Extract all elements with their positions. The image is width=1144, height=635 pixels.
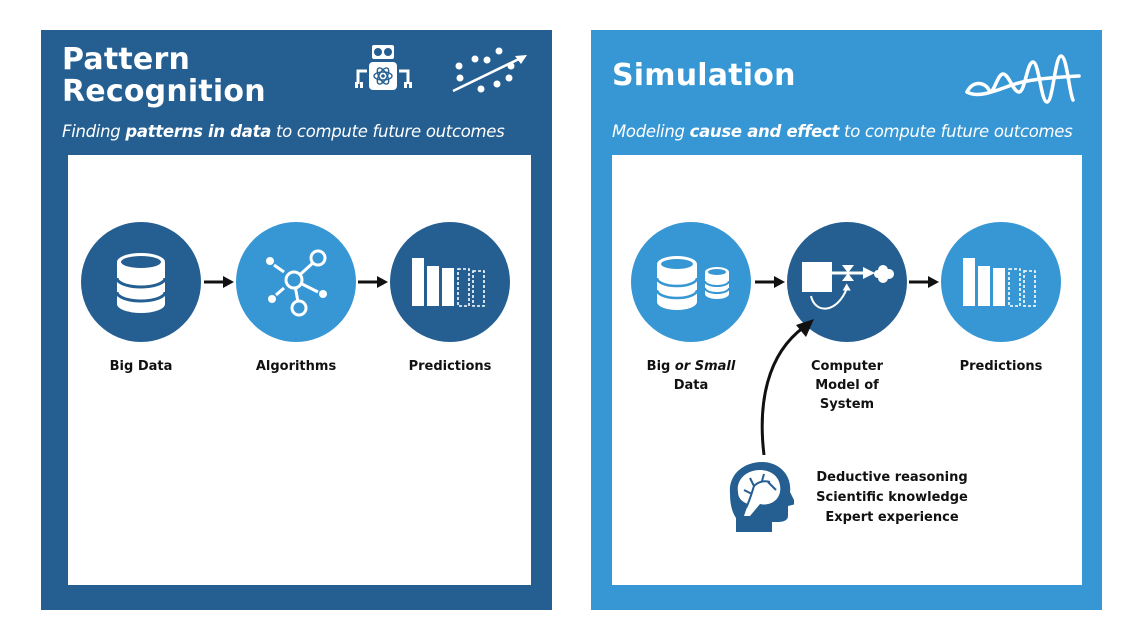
algorithms-node — [236, 222, 356, 342]
arrow-right — [755, 275, 785, 289]
big-data-node — [81, 222, 201, 342]
title-line-1: Pattern — [62, 42, 191, 77]
pattern-recognition-flow: Big Data Algorithms Predictions — [68, 155, 531, 585]
bar-chart-forecast-icon — [412, 258, 485, 307]
big-or-small-data-label: Big or Small Data — [646, 359, 736, 393]
expert-input-arrow — [760, 319, 814, 455]
pattern-recognition-subtitle: Finding patterns in data to compute futu… — [62, 122, 505, 141]
database-icon — [115, 253, 167, 313]
brain-head-icon — [729, 462, 794, 532]
simulation-flow: Deductive reasoning Scientific knowledge… — [612, 155, 1082, 585]
simulation-predictions-node — [941, 222, 1061, 342]
arrow-right — [909, 275, 939, 289]
stock-flow-model-icon — [802, 262, 894, 310]
arrow-right — [204, 275, 234, 289]
simulation-title: Simulation — [612, 58, 796, 93]
arrow-right — [358, 275, 388, 289]
expert-input-item: Deductive reasoning — [816, 470, 968, 485]
simulation-predictions-label: Predictions — [959, 359, 1043, 374]
expert-input-item: Scientific knowledge — [816, 490, 968, 505]
computer-model-label: Computer Model of System — [810, 359, 884, 412]
simulation-subtitle: Modeling cause and effect to compute fut… — [612, 122, 1073, 141]
algorithms-label: Algorithms — [255, 359, 337, 374]
simulation-panel: Simulation Modeling cause and effect to … — [591, 30, 1102, 610]
wave-icon — [965, 54, 1081, 104]
pattern-recognition-title: Pattern Recognition — [62, 44, 266, 108]
big-or-small-data-node — [631, 222, 751, 342]
big-data-label: Big Data — [109, 359, 173, 374]
pattern-recognition-panel: Pattern Recognition Finding patterns in … — [41, 30, 552, 610]
title-line-2: Recognition — [62, 74, 266, 109]
databases-icon — [655, 256, 730, 310]
scatter-trend-icon — [452, 47, 527, 93]
expert-input-item: Expert experience — [825, 510, 959, 525]
robot-icon — [355, 45, 412, 90]
predictions-label: Predictions — [408, 359, 492, 374]
predictions-node — [390, 222, 510, 342]
network-icon — [266, 249, 327, 317]
expert-input-list: Deductive reasoning Scientific knowledge… — [802, 468, 982, 528]
bar-chart-forecast-icon — [963, 258, 1036, 307]
